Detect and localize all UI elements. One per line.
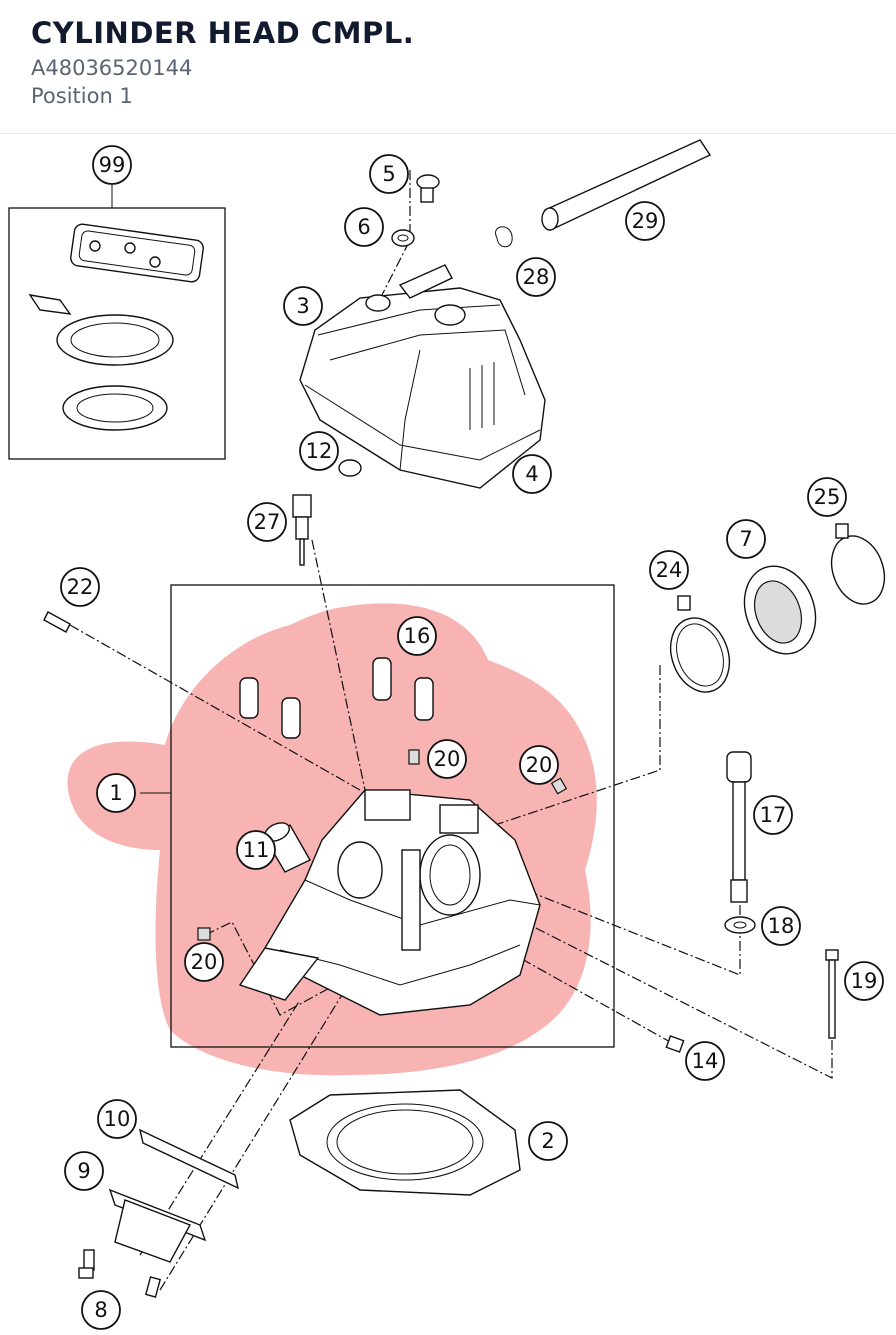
page-title: CYLINDER HEAD CMPL. <box>31 16 415 50</box>
svg-text:14: 14 <box>692 1049 719 1073</box>
callout-27[interactable]: 27 <box>247 502 287 542</box>
callout-20[interactable]: 20 <box>184 942 224 982</box>
svg-text:20: 20 <box>434 747 461 771</box>
temperature-sensor <box>292 494 312 566</box>
grommet <box>338 459 362 477</box>
svg-text:4: 4 <box>525 462 538 486</box>
callout-5[interactable]: 5 <box>369 154 409 194</box>
svg-text:29: 29 <box>632 209 659 233</box>
callout-12[interactable]: 12 <box>299 431 339 471</box>
intake-clamps-and-boot <box>669 523 886 693</box>
svg-text:27: 27 <box>254 510 281 534</box>
svg-text:24: 24 <box>656 558 683 582</box>
screw-and-washer <box>391 174 440 247</box>
callout-14[interactable]: 14 <box>685 1041 725 1081</box>
callout-20[interactable]: 20 <box>519 745 559 785</box>
svg-text:8: 8 <box>94 1298 107 1322</box>
callout-9[interactable]: 9 <box>64 1151 104 1191</box>
part-number: A48036520144 <box>31 56 193 80</box>
svg-text:17: 17 <box>760 803 787 827</box>
bolts-and-washers <box>665 751 839 1053</box>
valve-cover <box>299 264 546 489</box>
svg-text:7: 7 <box>739 527 752 551</box>
header: CYLINDER HEAD CMPL. A48036520144 Positio… <box>0 0 896 134</box>
callout-24[interactable]: 24 <box>649 550 689 590</box>
cylinder-head <box>238 789 541 1016</box>
callout-99[interactable]: 99 <box>92 145 132 185</box>
valve-guides <box>239 657 434 739</box>
callout-16[interactable]: 16 <box>397 616 437 656</box>
svg-text:9: 9 <box>77 1159 90 1183</box>
callout-11[interactable]: 11 <box>236 830 276 870</box>
callout-3[interactable]: 3 <box>283 286 323 326</box>
callout-7[interactable]: 7 <box>726 519 766 559</box>
gasket-kit-box <box>8 207 226 460</box>
intake-flange <box>78 1128 240 1298</box>
gasket-kit-parts <box>28 223 204 431</box>
svg-text:5: 5 <box>382 162 395 186</box>
plug <box>43 611 71 633</box>
callout-10[interactable]: 10 <box>97 1099 137 1139</box>
callout-17[interactable]: 17 <box>753 795 793 835</box>
svg-text:2: 2 <box>541 1129 554 1153</box>
svg-text:6: 6 <box>357 215 370 239</box>
callout-22[interactable]: 22 <box>60 567 100 607</box>
svg-text:16: 16 <box>404 624 431 648</box>
callout-25[interactable]: 25 <box>807 477 847 517</box>
head-gasket <box>289 1089 521 1196</box>
callout-28[interactable]: 28 <box>516 257 556 297</box>
svg-text:20: 20 <box>191 950 218 974</box>
callout-8[interactable]: 8 <box>81 1290 121 1330</box>
svg-text:11: 11 <box>243 838 270 862</box>
svg-text:18: 18 <box>768 914 795 938</box>
callout-2[interactable]: 2 <box>528 1121 568 1161</box>
callout-20[interactable]: 20 <box>427 739 467 779</box>
callout-4[interactable]: 4 <box>512 454 552 494</box>
callout-18[interactable]: 18 <box>761 906 801 946</box>
callout-1[interactable]: 1 <box>96 773 136 813</box>
callout-19[interactable]: 19 <box>844 961 884 1001</box>
svg-text:10: 10 <box>104 1107 131 1131</box>
svg-text:20: 20 <box>526 753 553 777</box>
bushing-and-plugs <box>197 749 568 941</box>
svg-text:3: 3 <box>296 294 309 318</box>
svg-text:19: 19 <box>851 969 878 993</box>
svg-text:1: 1 <box>109 781 122 805</box>
position-label: Position 1 <box>31 84 133 108</box>
svg-text:25: 25 <box>814 485 841 509</box>
breather-tube <box>495 139 712 248</box>
svg-text:22: 22 <box>67 575 94 599</box>
svg-text:28: 28 <box>523 265 550 289</box>
cylinder-head-box <box>170 584 615 1048</box>
callout-6[interactable]: 6 <box>344 207 384 247</box>
svg-text:99: 99 <box>99 153 126 177</box>
svg-text:12: 12 <box>306 439 333 463</box>
callout-29[interactable]: 29 <box>625 201 665 241</box>
